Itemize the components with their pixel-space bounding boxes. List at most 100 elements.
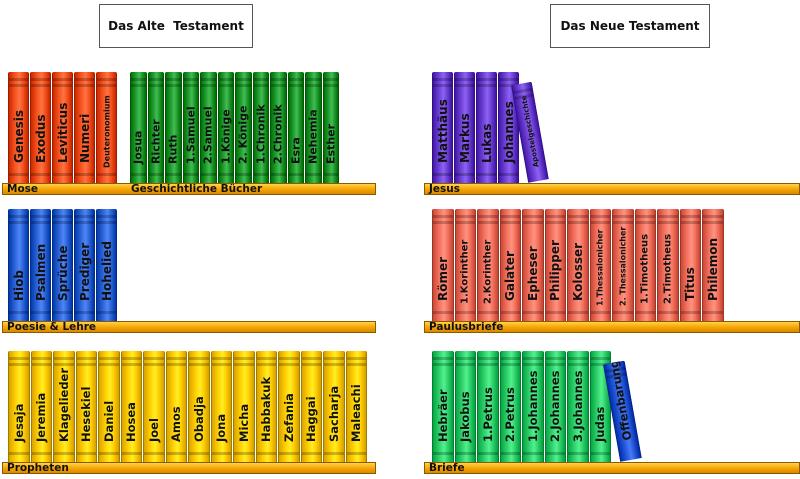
book-title: 1.Samuel — [184, 106, 198, 164]
book-esra: Esra — [287, 72, 304, 183]
book-1-könige: 1.Könige — [217, 72, 234, 183]
book-2-könige: 2. Könige — [235, 72, 252, 183]
book-title: Philemon — [705, 238, 720, 301]
book-title: Apostelgeschichte — [519, 95, 541, 168]
book-title: Matthäus — [435, 99, 450, 163]
book-title: Prediger — [77, 242, 92, 301]
book-habbakuk: Habbakuk — [255, 351, 277, 462]
book-title: Titus — [683, 267, 698, 301]
book-title: Maleachi — [349, 384, 364, 442]
book-title: Haggai — [304, 396, 319, 442]
shelf-board: Paulusbriefe — [424, 321, 800, 333]
book-title: Klagelieder — [56, 367, 71, 442]
book-title: 2.Chronik — [271, 104, 285, 164]
book-title: 1.Chronik — [254, 104, 268, 164]
new-testament-title: Das Neue Testament — [550, 4, 710, 48]
book-title: Markus — [457, 113, 472, 163]
book-title: Lukas — [479, 123, 494, 163]
book-2-petrus: 2.Petrus — [499, 351, 521, 462]
book-title: Genesis — [11, 109, 26, 163]
old-testament-title: Das Alte Testament — [99, 4, 253, 48]
book-jesaja: Jesaja — [8, 351, 30, 462]
book-2-johannes: 2.Johannes — [544, 351, 566, 462]
book-1-petrus: 1.Petrus — [477, 351, 499, 462]
book-josua: Josua — [130, 72, 147, 183]
shelf-board: Propheten — [2, 462, 376, 474]
book-3-johannes: 3.Johannes — [567, 351, 589, 462]
book-hohelied: Hohelied — [96, 209, 117, 321]
book-klagelieder: Klagelieder — [53, 351, 75, 462]
book-title: 2.Samuel — [201, 106, 215, 164]
book-1-samuel: 1.Samuel — [182, 72, 199, 183]
book-title: Sacharja — [326, 385, 341, 442]
shelf-label-geschichte: Geschichtliche Bücher — [131, 183, 263, 195]
book-title: Zefania — [281, 393, 296, 442]
shelf-board: Briefe — [424, 462, 800, 474]
book-ruth: Ruth — [165, 72, 182, 183]
book-2-korinther: 2.Korinther — [477, 209, 499, 321]
book-title: Esra — [289, 137, 303, 164]
book-markus: Markus — [454, 72, 475, 183]
book-title: Joel — [146, 418, 161, 442]
book-numeri: Numeri — [74, 72, 95, 183]
book-daniel: Daniel — [98, 351, 120, 462]
book-title: Exodus — [33, 114, 48, 163]
shelf-board: Jesus — [424, 183, 800, 195]
book-title: 2.Korinther — [482, 239, 494, 304]
book-sacharja: Sacharja — [323, 351, 345, 462]
book-1-johannes: 1.Johannes — [522, 351, 544, 462]
book-title: Deuteronomium — [102, 95, 111, 168]
book-2-samuel: 2.Samuel — [200, 72, 217, 183]
book-title: 2.Johannes — [548, 370, 563, 442]
shelf-label-jesus: Jesus — [429, 183, 461, 195]
book-zefania: Zefania — [278, 351, 300, 462]
book-title: Jakobus — [458, 391, 473, 442]
book-leviticus: Leviticus — [52, 72, 73, 183]
book-title: 1.Timotheus — [639, 233, 651, 304]
book-title: Hohelied — [99, 241, 114, 301]
book-galater: Galater — [499, 209, 521, 321]
book-title: Johannes — [501, 101, 516, 163]
book-title: 1.Thessalonicher — [595, 229, 605, 306]
book-2-thessalonicher: 2. Thessalonicher — [612, 209, 634, 321]
book-jona: Jona — [210, 351, 232, 462]
book-title: Hesekiel — [79, 386, 94, 442]
book-title: Epheser — [525, 246, 540, 301]
book-hiob: Hiob — [8, 209, 29, 321]
book-matthäus: Matthäus — [432, 72, 453, 183]
book-title: 1.Johannes — [525, 370, 540, 442]
book-esther: Esther — [322, 72, 339, 183]
book-hosea: Hosea — [120, 351, 142, 462]
book-title: Numeri — [77, 113, 92, 163]
book-title: Esther — [324, 123, 338, 164]
book-title: Josua — [131, 130, 145, 164]
book-title: Leviticus — [55, 102, 70, 163]
book-title: 3.Johannes — [570, 370, 585, 442]
book-joel: Joel — [143, 351, 165, 462]
book-1-chronik: 1.Chronik — [252, 72, 269, 183]
book-title: Nehemia — [306, 109, 320, 164]
book-title: Galater — [503, 251, 518, 301]
book-1-korinther: 1.Korinther — [454, 209, 476, 321]
book-title: Jona — [214, 413, 229, 442]
book-titus: Titus — [679, 209, 701, 321]
book-title: Kolosser — [570, 242, 585, 301]
book-title: Sprüche — [55, 245, 70, 302]
book-title: Daniel — [101, 400, 116, 442]
book-philipper: Philipper — [544, 209, 566, 321]
book-title: Jesaja — [11, 403, 26, 442]
shelf-label-briefe: Briefe — [429, 462, 465, 474]
book-title: Jeremia — [34, 392, 49, 442]
book-genesis: Genesis — [8, 72, 29, 183]
book-title: Richter — [149, 119, 163, 164]
book-2-timotheus: 2.Timotheus — [657, 209, 679, 321]
book-title: Hebräer — [435, 389, 450, 442]
book-jakobus: Jakobus — [454, 351, 476, 462]
book-title: 1.Korinther — [459, 239, 471, 304]
book-title: 1.Petrus — [480, 387, 495, 442]
shelf-label-paulus: Paulusbriefe — [429, 321, 504, 333]
book-epheser: Epheser — [522, 209, 544, 321]
shelf-label-mose: Mose — [7, 183, 39, 195]
book-sprüche: Sprüche — [52, 209, 73, 321]
book-title: Ruth — [166, 134, 180, 164]
